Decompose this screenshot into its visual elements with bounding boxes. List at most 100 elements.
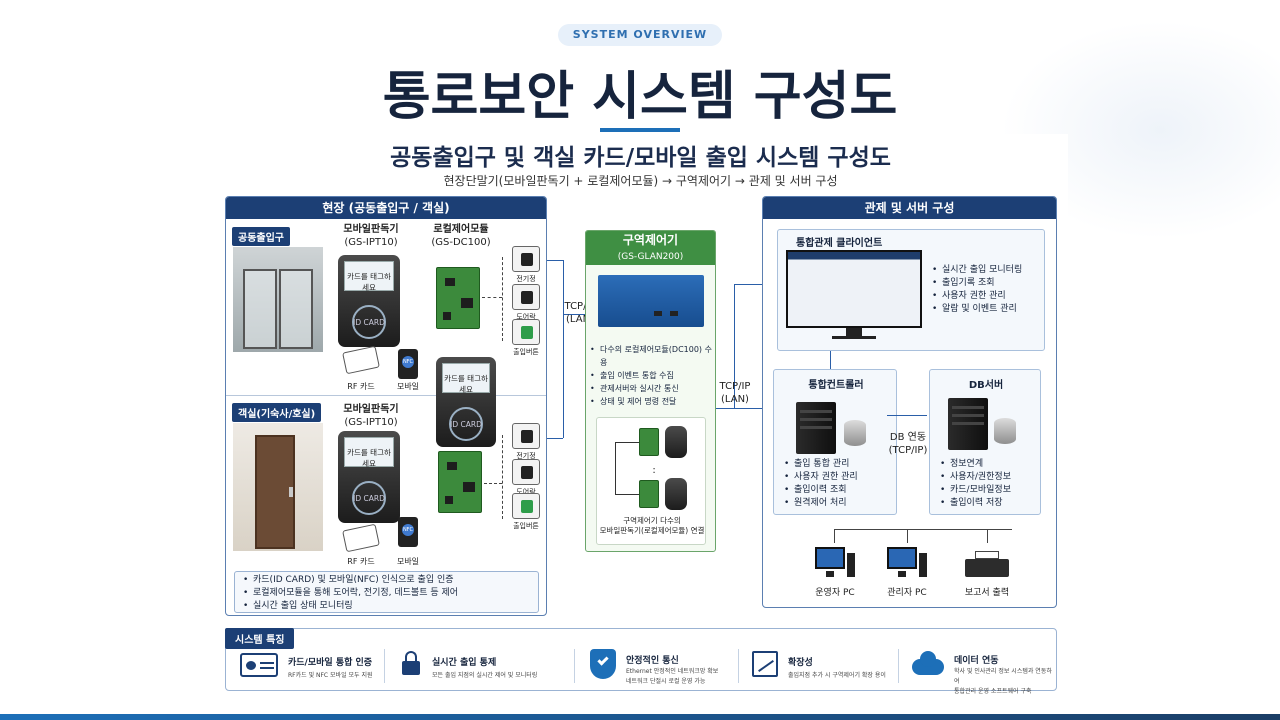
db-bullet: 정보연계 [940,458,1011,471]
phone-bottom: NFC [398,517,418,547]
controller-server-icon [796,402,836,454]
inset-reader-top [665,426,687,458]
feature-desc: 출입지점 추가 시 구역제어기 확장 용이 [788,672,886,679]
reader-screen: 카드를 태그하세요 [344,261,394,292]
feature-desc: RF카드 및 NFC 모바일 모두 지원 [288,672,373,679]
door-lock-device-bottom [512,459,540,485]
db-disk-icon [994,418,1016,444]
entrance-tag: 공동출입구 [232,227,290,246]
room-door-photo [233,423,323,551]
page-title: 통로보안 시스템 구성도 [382,67,898,127]
client-bullet: 알람 및 이벤트 관리 [932,303,1022,316]
admin-pc-icon [887,547,927,581]
device-label-button-top: 출입버튼 [513,348,539,356]
terminal-label: 보고서 출력 [964,588,1010,598]
db-bullets: 정보연계 사용자/권한정보 카드/모바일정보 출입이력 저장 [940,458,1011,510]
growth-chart-icon [752,651,778,677]
diagram-caption: 현장단말기(모바일판독기 + 로컬제어모듈) → 구역제어기 → 관제 및 서버… [443,174,838,188]
rf-card-top [342,345,380,375]
controller-box: 통합컨트롤러 출입 통합 관리 사용자 권한 관리 출입이력 조회 원격제어 처… [773,369,897,515]
device-label-strike-top: 전기정 [516,275,536,283]
mobile-reader-bottom: 카드를 태그하세요 ID CARD [338,431,400,523]
client-bullets: 실시간 출입 모니터링 출입기록 조회 사용자 권한 관리 알람 및 이벤트 관… [932,264,1022,316]
mobile-label-bottom: 모바일 [396,557,420,566]
inset-board-bottom [639,480,659,508]
inset-board-top [639,428,659,456]
client-box: 통합관제 클라이언트 실시간 출입 모니터링 출입기록 조회 사용자 권한 관리… [777,229,1045,351]
device-label-strike-bottom: 전기정 [516,452,536,460]
lock-icon [402,651,420,677]
feature-title: 카드/모바일 통합 인증 [288,658,373,668]
device-label-lock-bottom: 도어락 [516,488,536,496]
link-zone-to-control [716,408,734,409]
controller-bullet: 출입이력 조회 [784,484,858,497]
device-bracket-top [502,257,503,341]
terminal-drop-1 [834,529,835,543]
control-board-bottom [438,451,482,513]
field-bullet: 로컬제어모듈을 통해 도어락, 전기정, 데드볼트 등 제어 [243,587,458,600]
zone-controller-panel: 구역제어기(GS-GLAN200) 다수의 로컬제어모듈(DC100) 수용 출… [585,230,716,552]
feature-title: 데이터 연동 [954,656,999,666]
control-panel-heading: 관제 및 서버 구성 [763,197,1056,219]
exit-button-device-bottom [512,493,540,519]
field-panel: 현장 (공동출입구 / 객실) 공동출입구 모바일판독기(GS-IPT10) 로… [225,196,547,616]
bottom-accent-bar [0,714,1280,720]
field-bullet: 카드(ID CARD) 및 모바일(NFC) 인식으로 출입 인증 [243,574,458,587]
field-divider [226,395,546,396]
room-tag: 객실(기숙사/호실) [232,403,322,422]
db-bullet: 출입이력 저장 [940,497,1011,510]
client-title: 통합관제 클라이언트 [796,238,883,249]
client-to-controller-link [830,351,831,369]
feature-divider [898,649,899,683]
electric-strike-device-bottom [512,423,540,449]
field-panel-heading: 현장 (공동출입구 / 객실) [226,197,546,219]
rf-card-label-bottom: RF 카드 [347,557,375,566]
mobile-label-top: 모바일 [396,382,420,391]
db-title: DB서버 [968,380,1004,391]
rf-card-label-top: RF 카드 [347,382,375,391]
reader-label-top: 모바일판독기(GS-IPT10) [343,224,399,248]
zone-controller-heading: 구역제어기(GS-GLAN200) [586,231,715,265]
dotted-link-top [482,297,502,298]
terminal-drop-2 [907,529,908,543]
control-board-top [436,267,480,329]
id-card-icon [240,653,278,677]
controller-bullet: 사용자 권한 관리 [784,471,858,484]
tcpip-label-left: TCP/IP (LAN) [564,301,596,325]
controller-bullet: 출입 통합 관리 [784,458,858,471]
link-to-client [734,284,776,285]
features-heading: 시스템 특징 [225,628,295,649]
link-field-to-zone-bottom [547,438,563,439]
cloud-data-icon [912,651,944,677]
reader-label-bottom: 모바일판독기(GS-IPT10) [343,404,399,428]
phone-top: NFC [398,349,418,379]
entrance-door-photo [233,247,323,352]
client-monitor [786,250,922,340]
diagram-title: 공동출입구 및 객실 카드/모바일 출입 시스템 구성도 [390,145,891,171]
feature-divider [738,649,739,683]
device-label-button-bottom: 출입버튼 [513,522,539,530]
operator-pc-icon [815,547,855,581]
zone-bullet: 관제서버와 실시간 통신 [590,382,715,395]
device-bracket-bottom [502,435,503,519]
client-bullet: 사용자 권한 관리 [932,290,1022,303]
title-underline [600,128,680,132]
electric-strike-device-top [512,246,540,272]
field-bullet: 실시간 출입 상태 모니터링 [243,600,458,613]
zone-bullets: 다수의 로컬제어모듈(DC100) 수용 출입 이벤트 통합 수집 관제서버와 … [590,343,715,408]
db-link-arrow [887,415,927,416]
link-vertical-field [563,260,564,438]
printer-icon [965,551,1009,579]
feature-divider [574,649,575,683]
shield-check-icon [590,649,616,679]
link-to-controller [734,408,776,409]
zone-bullet: 출입 이벤트 통합 수집 [590,369,715,382]
reader-ring [352,305,386,339]
feature-divider [384,649,385,683]
module-label-top: 로컬제어모듈(GS-DC100) [431,224,491,248]
feature-desc: 모든 출입 지점의 실시간 제어 및 모니터링 [432,672,538,679]
link-vertical-control [734,284,735,408]
section-pill: SYSTEM OVERVIEW [558,24,722,46]
db-link-label: DB 연동 (TCP/IP) [888,432,928,456]
door-lock-device-top [512,284,540,310]
